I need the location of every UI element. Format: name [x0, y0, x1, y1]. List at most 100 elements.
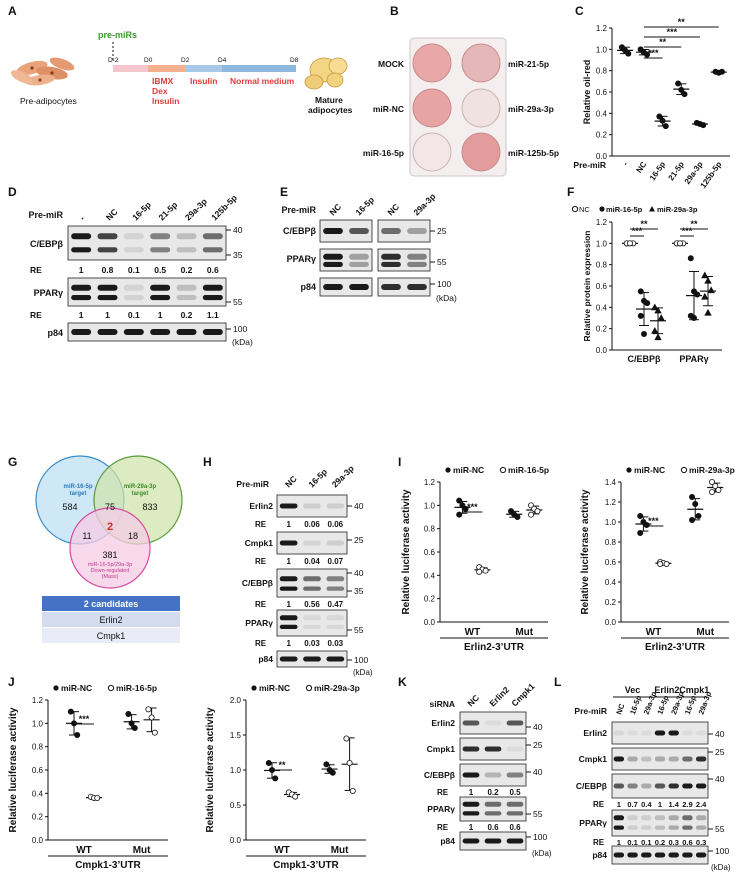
protein-band: [462, 811, 480, 816]
protein-band: [202, 295, 223, 301]
re-value: 1.4: [668, 800, 679, 809]
data-point: [67, 708, 74, 715]
lane-label: NC: [465, 693, 481, 709]
protein-band: [484, 772, 502, 778]
data-point: [644, 51, 651, 58]
re-value: 0.1: [128, 310, 140, 320]
protein-band: [462, 720, 480, 726]
well-label-mir-21: miR-21-5p: [508, 59, 549, 69]
protein-band: [668, 825, 679, 830]
legend-marker: [445, 467, 451, 473]
data-point: [148, 714, 155, 721]
row-label: PPARγ: [245, 618, 273, 628]
protein-band: [695, 815, 707, 821]
re-value: 0.2: [181, 310, 193, 320]
blot-strip: [319, 248, 373, 272]
significance-label: ***: [648, 48, 659, 58]
protein-band: [123, 233, 144, 240]
candidate-row: [42, 628, 180, 643]
y-tick-label: 0.2: [596, 325, 608, 334]
y-tick-label: 0.4: [605, 578, 617, 587]
re-label: RE: [255, 639, 267, 648]
sirna-label: siRNA: [429, 699, 455, 709]
marker-label: 35: [354, 586, 364, 596]
protein-band: [695, 852, 707, 858]
protein-band: [326, 503, 345, 509]
protein-band: [150, 284, 171, 291]
re-label: RE: [255, 600, 267, 609]
protein-band: [71, 295, 92, 301]
x-tick-label: WT: [646, 627, 662, 638]
row-label: p84: [47, 328, 63, 338]
re-value: 0.1: [641, 838, 651, 847]
protein-band: [654, 825, 666, 830]
protein-band: [627, 815, 638, 821]
y-tick-label: 0.4: [424, 571, 436, 580]
data-point: [329, 769, 336, 776]
legend-label: miR-NC: [453, 465, 484, 475]
protein-band: [484, 746, 502, 752]
re-value: 1: [617, 838, 621, 847]
protein-band: [323, 228, 343, 234]
re-value: 0.56: [304, 600, 320, 609]
well-label-mir-nc: miR-NC: [373, 104, 404, 114]
mature-label-line1: Mature: [315, 95, 343, 105]
protein-band: [627, 783, 638, 789]
protein-band: [326, 624, 345, 630]
protein-band: [627, 852, 638, 858]
data-point: [694, 291, 701, 298]
lane-label: 16-5p: [353, 195, 376, 218]
data-point: [654, 333, 662, 341]
blot-strip: [377, 277, 431, 297]
protein-band: [407, 253, 427, 260]
marker-label: 40: [354, 568, 364, 578]
protein-band: [123, 329, 144, 335]
protein-band: [303, 540, 321, 546]
protein-band: [641, 756, 652, 762]
re-value: 0.6: [487, 823, 499, 832]
y-tick-label: 0.6: [596, 88, 608, 97]
panel-e-label: E: [280, 185, 288, 199]
protein-band: [97, 295, 118, 301]
data-point: [514, 514, 521, 521]
protein-band: [613, 730, 625, 736]
re-label: RE: [593, 838, 605, 847]
y-tick-label: 0.0: [424, 618, 436, 627]
data-point: [700, 122, 707, 129]
venn-count-n3: 381: [102, 550, 117, 560]
blot-strip: [67, 322, 227, 342]
protein-band: [484, 838, 502, 844]
candidate-erlin2: Erlin2: [99, 615, 122, 625]
data-point: [689, 517, 696, 524]
x-axis-title: Cmpk1-3’UTR: [75, 860, 141, 871]
protein-band: [349, 253, 369, 260]
x-axis-title: Cmpk1-3’UTR: [273, 860, 339, 871]
lane-label: -: [78, 213, 87, 222]
re-value: 1: [79, 265, 84, 275]
panel-a-label: A: [8, 4, 17, 18]
lane-label: NC: [327, 202, 343, 218]
protein-band: [71, 329, 92, 335]
well-label-mir-29a: miR-29a-3p: [508, 104, 554, 114]
re-value: 0.6: [207, 265, 219, 275]
lane-label: 16-5p: [130, 200, 153, 223]
marker-label: 40: [233, 225, 243, 235]
protein-band: [176, 295, 197, 301]
data-point: [651, 303, 659, 311]
protein-band: [641, 825, 652, 830]
data-point: [689, 493, 696, 500]
protein-band: [279, 576, 298, 582]
re-value: 0.3: [696, 838, 706, 847]
x-tick-label: Mut: [696, 627, 714, 638]
protein-band: [150, 233, 171, 240]
venn-count-n12: 75: [105, 502, 115, 512]
re-value: 0.4: [641, 800, 652, 809]
protein-band: [123, 295, 144, 301]
row-label: p84: [300, 282, 316, 292]
group-label: Vec: [625, 685, 641, 695]
protein-band: [323, 253, 343, 260]
data-point: [534, 508, 541, 515]
legend-label: miR-NC: [259, 683, 290, 693]
protein-band: [682, 825, 693, 830]
